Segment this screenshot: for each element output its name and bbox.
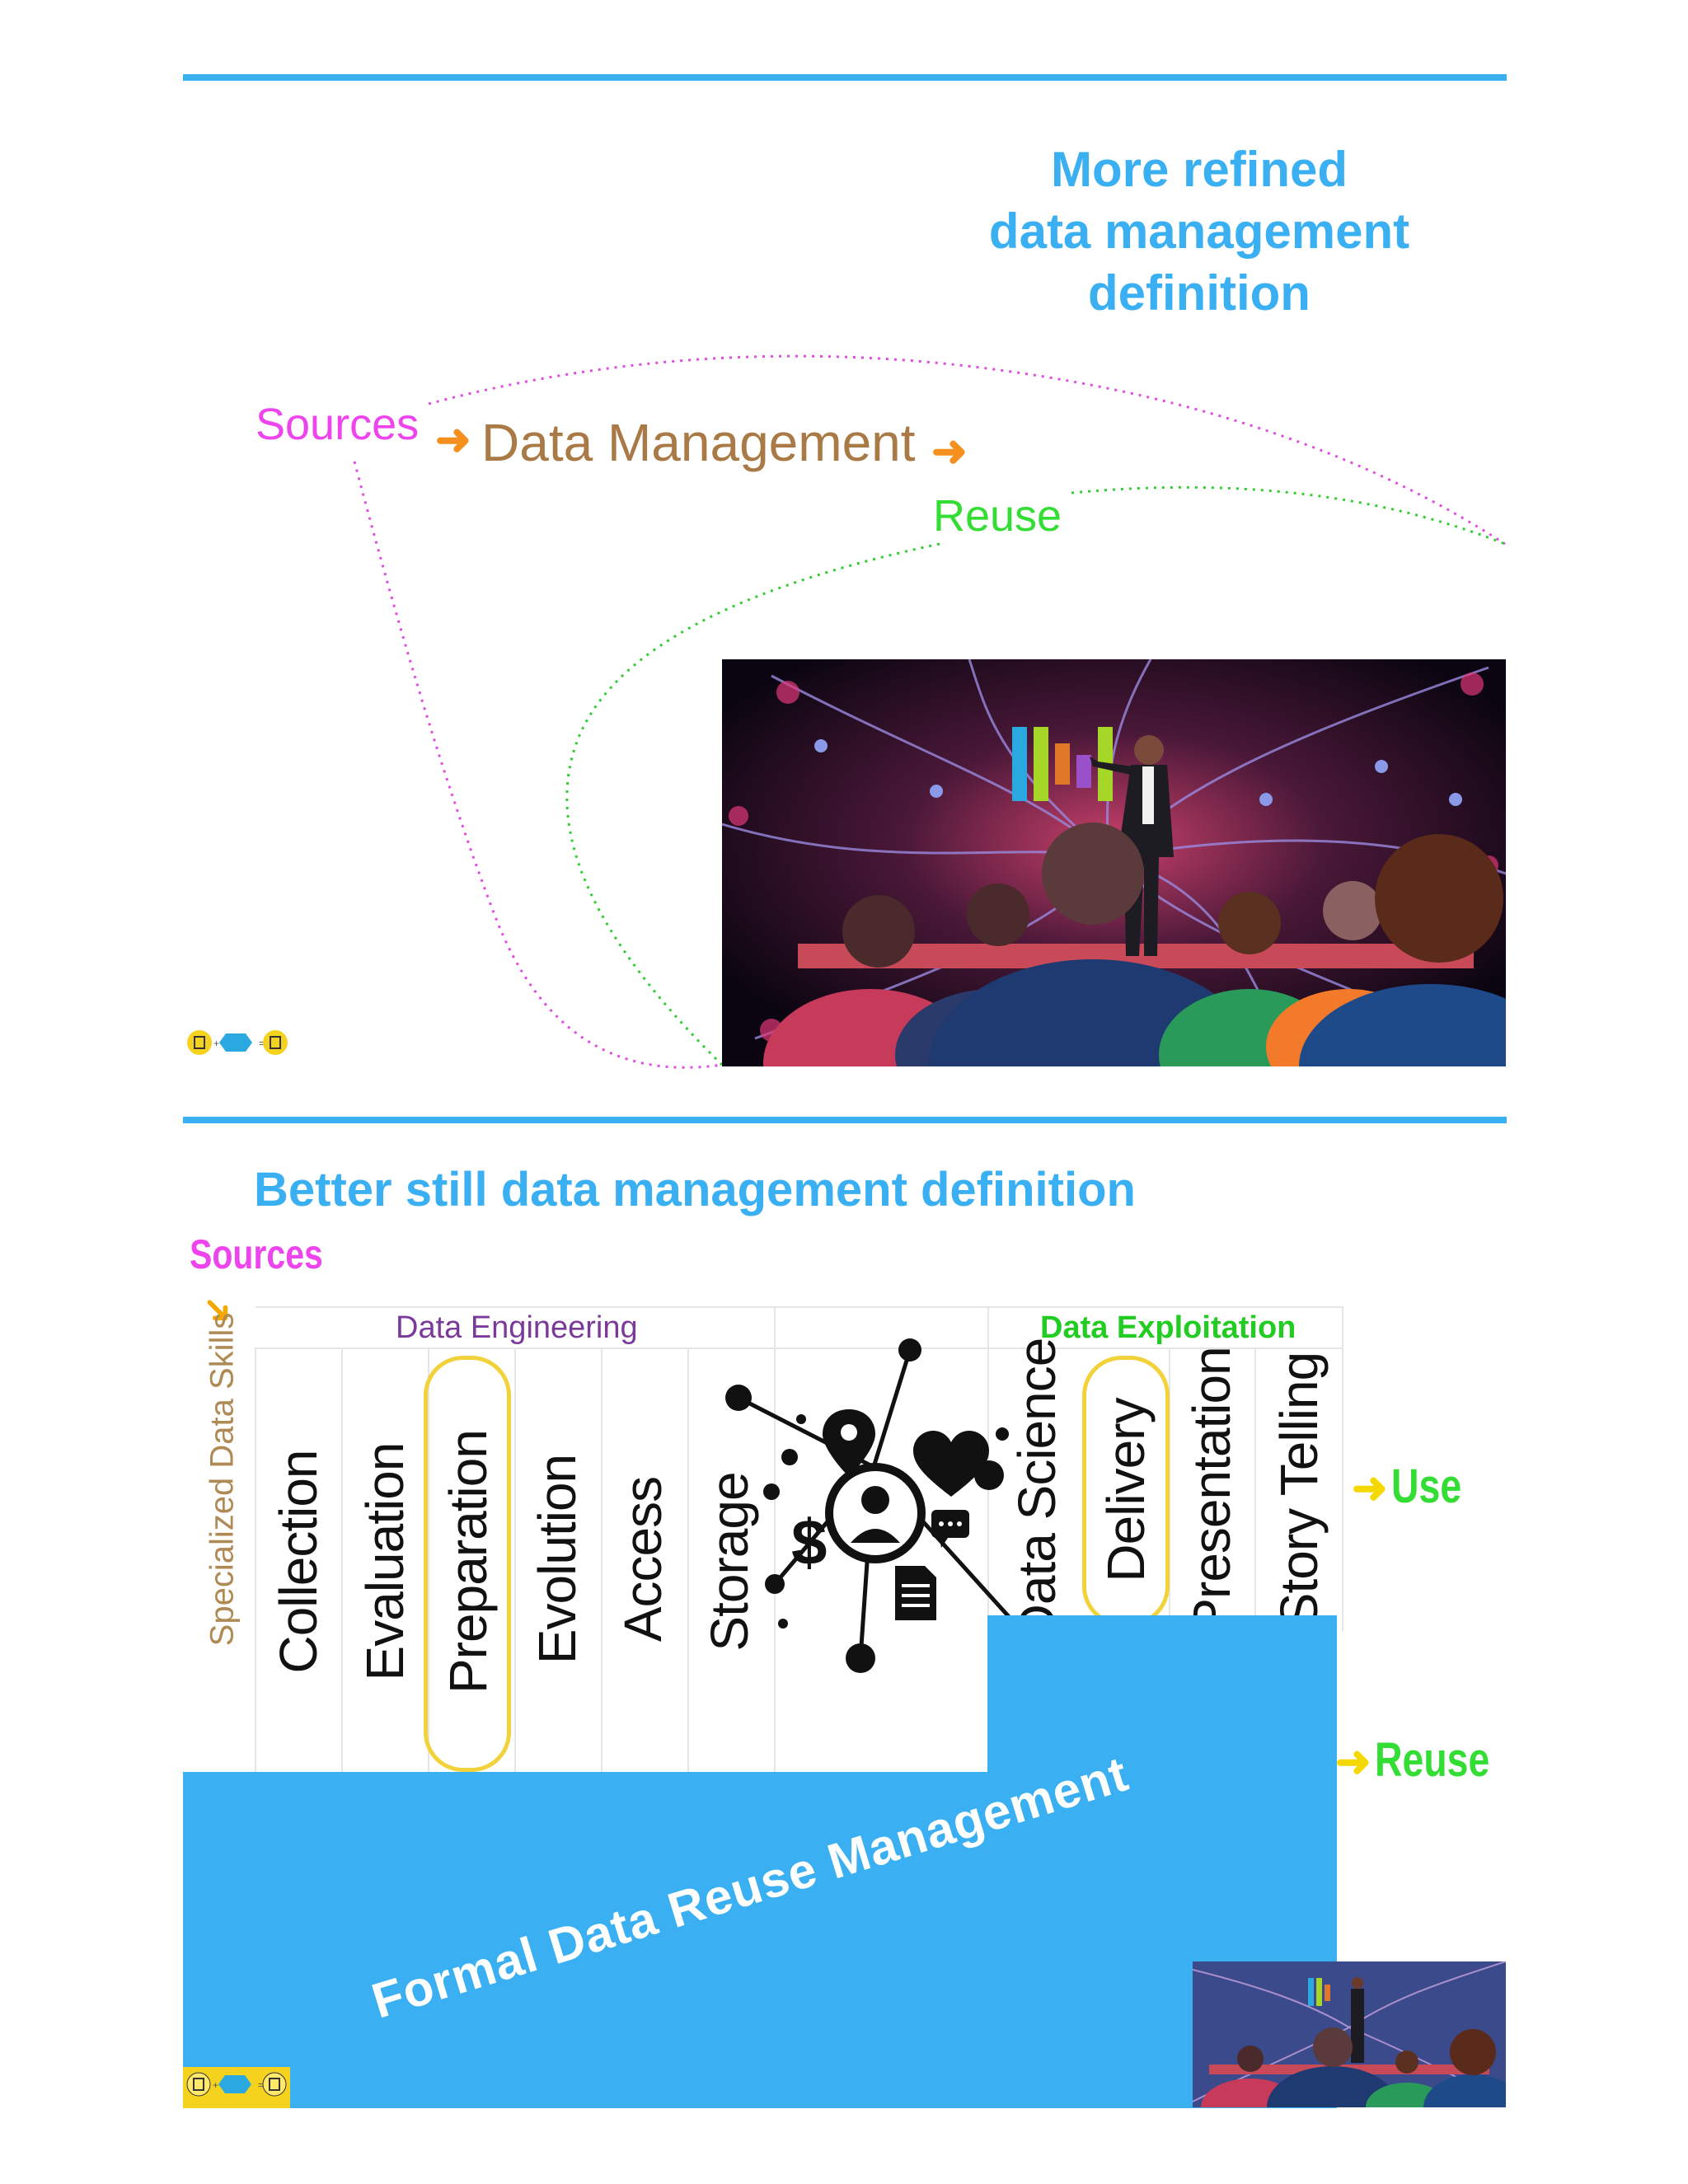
flow-arrow-1: ➜ [435,416,471,464]
column-divider [514,1347,516,1776]
heart-icon [913,1431,989,1497]
connector-curves [353,354,1506,1069]
chat-icon [931,1510,969,1548]
title-line-2: data management [988,204,1410,259]
group-data-engineering: Data Engineering [396,1310,638,1345]
svg-text:+: + [213,1038,219,1049]
curve-reuse-to-photo [565,542,940,1066]
map-pin-icon [823,1409,875,1477]
svg-text:=: = [259,1038,265,1049]
presenter-illustration [722,659,1506,1066]
highlight-preparation [424,1356,511,1772]
flow-reuse-label: Reuse [933,491,1062,541]
flow-arrow-2: ➜ [931,428,968,476]
column-divider [687,1347,689,1776]
svg-text:+: + [213,2079,218,2091]
column-divider [601,1347,603,1776]
use-label: Use [1391,1460,1462,1513]
svg-text:=: = [258,2079,264,2091]
curve-sources-to-photo [353,461,723,1069]
bottom-divider [183,1117,1507,1123]
dollar-icon: $ [791,1506,827,1578]
person-icon [825,1463,926,1563]
column-divider [255,1347,256,1776]
curve-sources-to-right [428,354,1506,546]
reuse-label: Reuse [1375,1733,1490,1787]
output-reuse: ➜ Reuse [1335,1732,1518,1788]
top-slide-title: More refined data management definition [923,138,1475,324]
formal-management-base [183,1615,1337,2108]
logo-badge-bottom: + = [183,2067,290,2108]
use-arrow-icon: ➜ [1352,1465,1388,1512]
reuse-arrow-icon: ➜ [1335,1738,1372,1786]
title-line-1: More refined [1050,142,1348,197]
column-divider [1169,1347,1170,1632]
presenter-thumbnail [1193,1961,1506,2107]
bottom-slide-title: Better still data management definition [254,1163,1136,1216]
column-divider [774,1306,776,1776]
sources-label: Sources [190,1231,323,1277]
specialized-skills-text: Specialized Data Skills [204,1312,241,1647]
column-divider [1254,1347,1256,1632]
column-divider [1342,1306,1343,1632]
column-divider [428,1347,429,1776]
skill-story-telling-label: Story Telling [1269,1352,1329,1629]
document-icon [895,1566,936,1620]
group-data-exploitation: Data Exploitation [1040,1310,1296,1345]
logo-badge-top: + = [186,1029,288,1061]
output-use: ➜ Use [1352,1459,1479,1514]
grid-top-line [256,1306,1342,1308]
top-divider [183,74,1507,81]
flow-sources-label: Sources [256,400,420,449]
column-divider [341,1347,343,1776]
skill-presentation-label: Presentation [1182,1347,1241,1633]
flow-data-management-label: Data Management [481,413,916,472]
data-hub-icon: $ [725,1338,1039,1673]
grid-header-line [256,1347,1342,1349]
curve-reuse-to-right [1071,485,1506,546]
title-line-3: definition [1088,265,1311,321]
skill-delivery-label: Delivery [1096,1398,1156,1582]
